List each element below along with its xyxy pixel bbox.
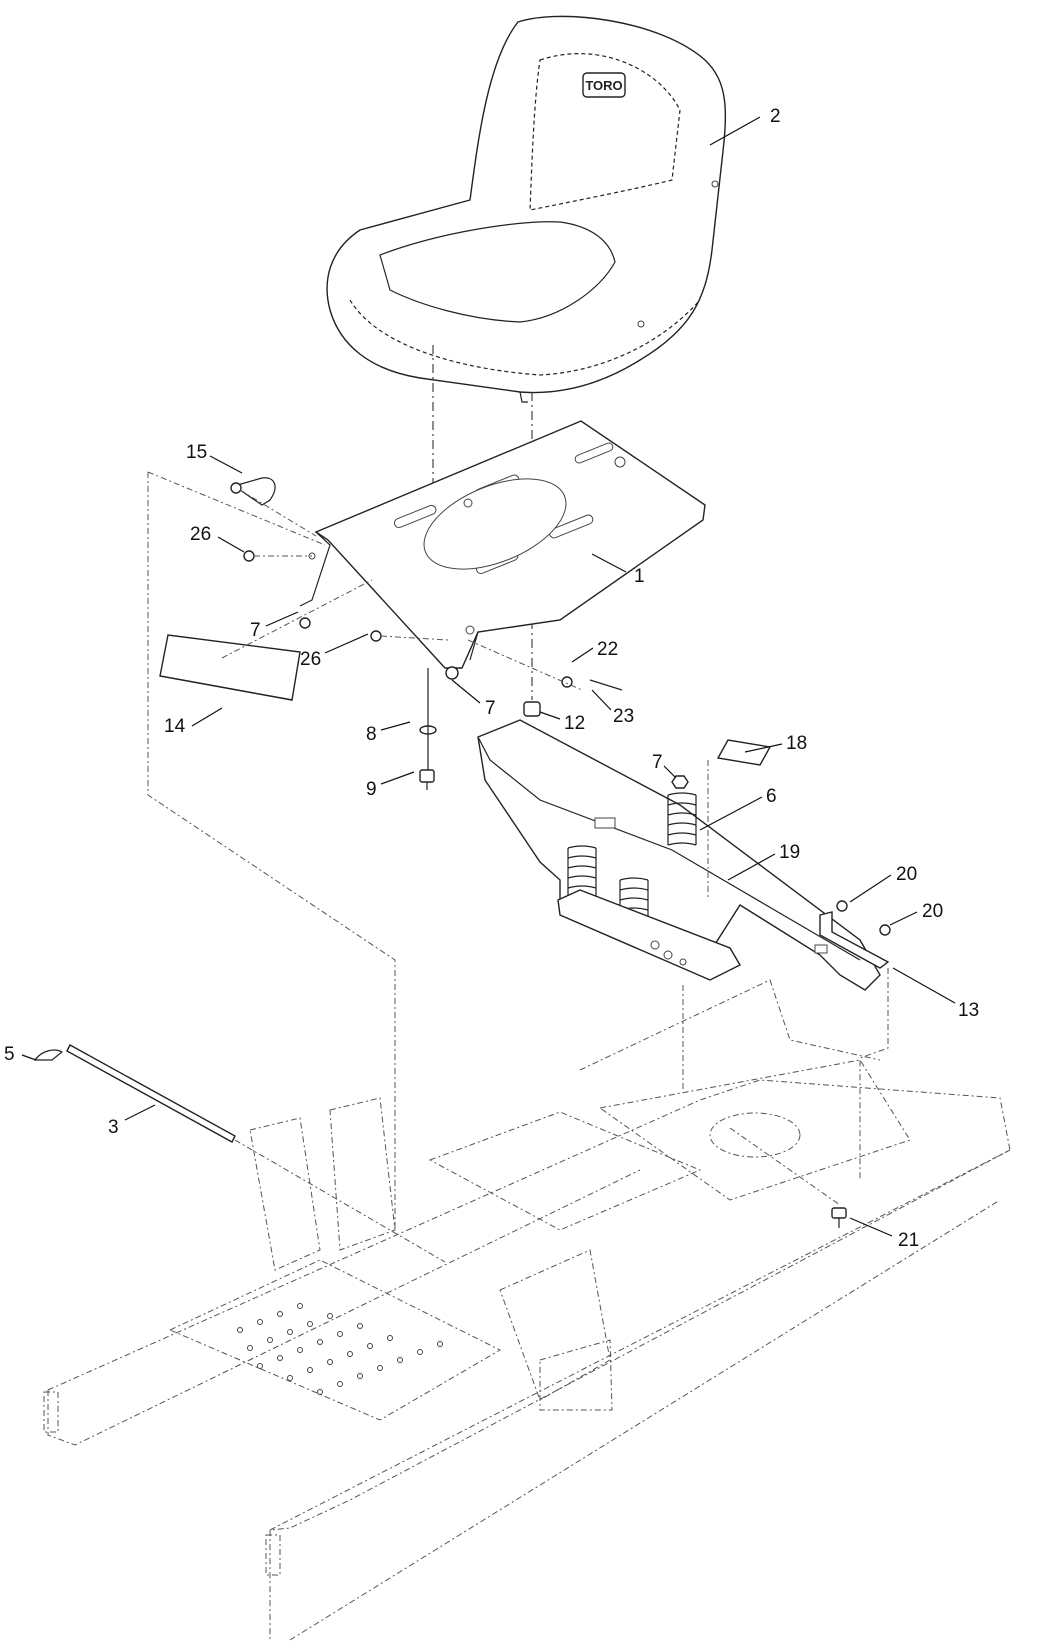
callout-6: 6 [766,786,777,807]
callout-8: 8 [366,724,377,745]
spring-left [567,845,597,899]
seat-pan [299,420,706,669]
seat: TORO [326,15,727,403]
decal-panel [159,634,301,701]
callout-7-left: 7 [250,620,261,641]
chassis-frame [43,979,1011,1641]
leader-lines [21,116,956,1237]
callout-19: 19 [779,842,800,863]
callout-21: 21 [898,1230,919,1251]
callout-12: 12 [564,713,585,734]
callout-15: 15 [186,442,207,463]
suspension-frame [477,719,891,991]
toro-logo-text: TORO [585,78,622,93]
callout-2: 2 [770,106,781,127]
callout-22: 22 [597,639,618,660]
rod-and-clip [33,1044,446,1263]
toro-logo-badge [582,72,626,98]
callout-18: 18 [786,733,807,754]
callout-9: 9 [366,779,377,800]
callout-3: 3 [108,1117,119,1138]
callout-26-lower: 26 [300,649,321,670]
callout-labels: 2 1 15 26 7 26 7 12 22 23 14 8 9 7 18 6 … [4,106,979,1251]
callout-14: 14 [164,716,186,737]
bolt-21 [831,1207,847,1228]
callout-7-center: 7 [485,698,496,719]
callout-1: 1 [634,566,645,587]
pan-hardware [230,477,623,790]
callout-20-upper: 20 [896,864,917,885]
callout-26-upper: 26 [190,524,211,545]
callout-7-right: 7 [652,752,663,773]
callout-5: 5 [4,1044,15,1065]
callout-23: 23 [613,706,634,727]
callout-20-lower: 20 [922,901,943,922]
frame-hole-grid [237,1303,443,1395]
callout-13: 13 [958,1000,979,1021]
spring-right [667,792,697,846]
